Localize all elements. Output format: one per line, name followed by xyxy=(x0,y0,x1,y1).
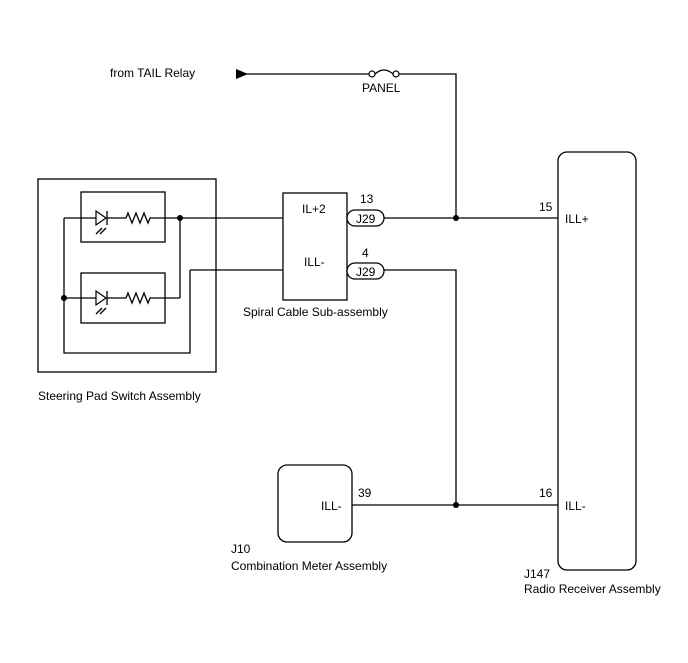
resistor-icon xyxy=(107,291,180,305)
steering-pad-label: Steering Pad Switch Assembly xyxy=(38,389,201,403)
fuse-terminal xyxy=(392,70,400,78)
spiral-cable-label: Spiral Cable Sub-assembly xyxy=(243,305,388,319)
radio-pin-top-number: 15 xyxy=(539,200,553,214)
junction-dot xyxy=(453,215,459,221)
wire-internal-left xyxy=(63,218,191,354)
radio-code: J147 xyxy=(524,567,550,581)
spiral-pin-bottom-label: ILL- xyxy=(304,255,325,269)
fuse-element xyxy=(374,69,394,75)
junction-dot xyxy=(61,295,67,301)
source-label: from TAIL Relay xyxy=(110,66,195,80)
connector-pin-number: 13 xyxy=(360,192,374,206)
combination-meter-box xyxy=(277,464,353,543)
tail-relay-source: from TAIL Relay xyxy=(110,66,369,80)
connector-j29-bottom xyxy=(346,262,385,280)
combination-meter: ILL- 39 J10 Combination Meter Assembly xyxy=(231,464,387,573)
wire-ill-minus-down xyxy=(384,269,457,505)
junction-dot xyxy=(453,502,459,508)
connector-label: J29 xyxy=(356,212,376,226)
spiral-cable-box xyxy=(282,192,348,301)
spiral-pin-top-label: IL+2 xyxy=(302,202,326,216)
radio-pin-top-label: ILL+ xyxy=(565,212,589,226)
meter-code: J10 xyxy=(231,542,251,556)
resistor-icon xyxy=(107,211,180,225)
fuse-icon xyxy=(368,70,376,78)
connector-pin-number: 4 xyxy=(362,246,369,260)
radio-pin-bottom-number: 16 xyxy=(539,486,553,500)
wire-fuse-out xyxy=(399,73,457,218)
connector-label: J29 xyxy=(356,265,376,279)
led-module-top xyxy=(80,191,166,243)
fuse-label: PANEL xyxy=(362,81,401,95)
steering-pad-switch: Steering Pad Switch Assembly xyxy=(37,178,217,403)
meter-label: Combination Meter Assembly xyxy=(231,559,387,573)
meter-pin-label: ILL- xyxy=(321,499,342,513)
radio-pin-bottom-label: ILL- xyxy=(565,499,586,513)
spiral-cable: IL+2 ILL- Spiral Cable Sub-assembly 13 J… xyxy=(243,192,388,319)
radio-receiver: 15 ILL+ 16 ILL- J147 Radio Receiver Asse… xyxy=(524,151,661,596)
radio-label: Radio Receiver Assembly xyxy=(524,582,661,596)
radio-receiver-box xyxy=(557,151,637,571)
panel-fuse: PANEL xyxy=(362,69,401,95)
meter-pin-number: 39 xyxy=(358,486,372,500)
